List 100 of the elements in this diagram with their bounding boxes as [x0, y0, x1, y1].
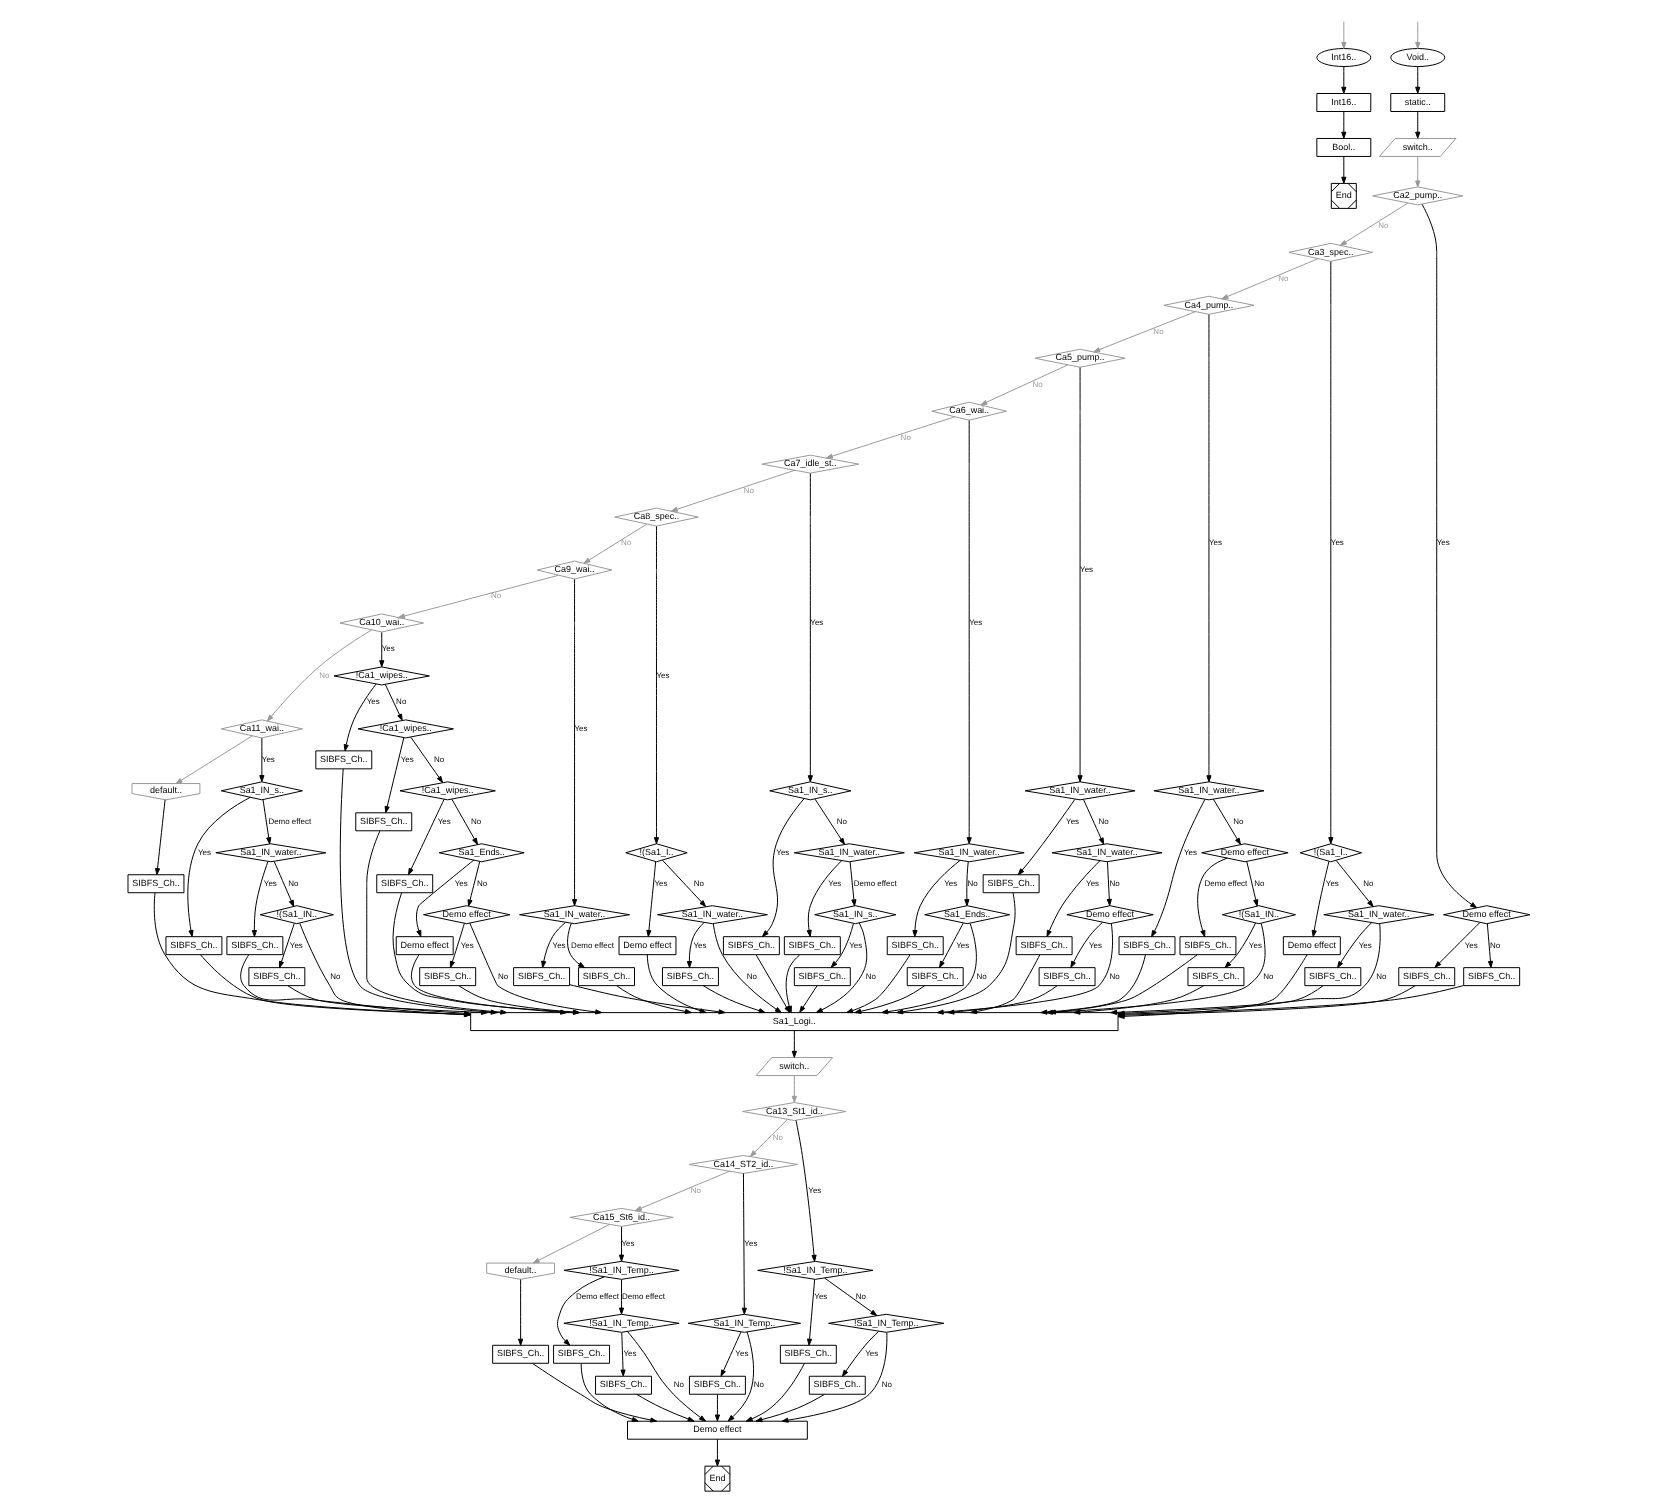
- arrow: [1246, 861, 1259, 907]
- arrow: [580, 1363, 639, 1422]
- arrow: [806, 860, 843, 937]
- arrow: [571, 578, 578, 907]
- arrow: [712, 923, 782, 1014]
- arrow: [620, 1332, 626, 1377]
- arrow: [1093, 311, 1196, 353]
- arrow: [912, 859, 961, 937]
- arrow: [745, 1363, 805, 1422]
- arrow: [791, 1075, 797, 1103]
- arrow: [259, 737, 265, 783]
- arrow: [408, 798, 445, 876]
- arrow: [175, 735, 253, 784]
- arrow: [1197, 857, 1228, 938]
- arrow: [807, 472, 813, 783]
- arrow: [278, 923, 295, 969]
- arrow: [1415, 156, 1421, 188]
- arrow: [1070, 921, 1104, 968]
- arrow: [1434, 922, 1481, 968]
- arrow: [646, 954, 707, 1014]
- arrow: [379, 631, 385, 668]
- arrow: [714, 1438, 720, 1467]
- arrow: [467, 861, 481, 907]
- arrow: [646, 861, 657, 937]
- arrow: [755, 1393, 825, 1423]
- arrow: [1415, 66, 1421, 94]
- arrow: [618, 1226, 625, 1262]
- arrow: [1221, 258, 1319, 300]
- arrow: [567, 922, 585, 968]
- arrow: [556, 1276, 605, 1346]
- arrow: [830, 923, 854, 968]
- arrow: [531, 1362, 658, 1423]
- arrow: [825, 416, 956, 459]
- arrow: [846, 954, 911, 1014]
- arrow: [1337, 922, 1372, 969]
- arrow: [1083, 799, 1105, 845]
- arrow: [410, 736, 443, 783]
- arrow: [1415, 111, 1421, 139]
- arrow: [1341, 21, 1347, 50]
- arrow: [714, 1394, 720, 1422]
- arrow: [881, 922, 977, 1015]
- arrow: [720, 1331, 742, 1377]
- arrow: [1335, 860, 1374, 908]
- arrow: [415, 859, 475, 937]
- arrow: [653, 525, 660, 845]
- arrow: [1212, 798, 1241, 845]
- arrow: [1328, 261, 1334, 845]
- arrow: [791, 1030, 797, 1058]
- arrow: [1224, 922, 1257, 969]
- arrow: [980, 364, 1069, 406]
- arrow: [634, 1170, 730, 1212]
- arrow: [814, 798, 845, 845]
- arrow: [762, 798, 805, 937]
- arrow: [398, 574, 559, 619]
- arrow: [964, 861, 970, 907]
- arrow: [384, 737, 405, 814]
- arrow: [1415, 21, 1421, 50]
- arrow: [627, 1331, 706, 1422]
- arrow: [1341, 156, 1347, 184]
- arrow: [806, 1279, 816, 1346]
- arrow: [1017, 798, 1076, 876]
- arrow: [532, 1223, 611, 1264]
- arrow: [1106, 861, 1112, 906]
- arrow: [702, 985, 766, 1014]
- arrow: [842, 1330, 880, 1377]
- arrow: [343, 683, 377, 752]
- arrow: [741, 1172, 747, 1315]
- arrow: [1339, 202, 1409, 246]
- arrow: [849, 861, 857, 907]
- arrow: [1486, 923, 1494, 968]
- arrow: [518, 1279, 524, 1346]
- arrow: [449, 923, 465, 968]
- arrow: [251, 860, 269, 938]
- arrow: [266, 629, 372, 722]
- arrow: [1341, 66, 1347, 94]
- arrow: [727, 1331, 755, 1422]
- arrow: [1421, 203, 1478, 909]
- arrow: [541, 922, 566, 968]
- arrow: [799, 985, 818, 1013]
- arrow: [815, 922, 868, 1014]
- arrow: [661, 859, 707, 907]
- arrow: [824, 1277, 878, 1316]
- arrow: [1206, 314, 1212, 783]
- arrow: [795, 1119, 817, 1262]
- arrow: [854, 985, 926, 1014]
- arrow: [939, 922, 964, 968]
- arrow: [154, 799, 166, 876]
- arrow: [966, 420, 972, 845]
- arrow: [1077, 367, 1083, 783]
- arrow: [273, 861, 295, 907]
- arrow: [749, 1119, 788, 1157]
- arrow: [1151, 798, 1206, 938]
- arrow: [187, 796, 251, 938]
- arrow: [1311, 861, 1330, 938]
- arrow: [636, 1393, 695, 1422]
- arrow: [781, 1332, 888, 1423]
- arrow: [896, 892, 1016, 1015]
- arrow: [970, 954, 1041, 1015]
- arrow: [384, 683, 403, 721]
- arrow: [618, 1279, 625, 1315]
